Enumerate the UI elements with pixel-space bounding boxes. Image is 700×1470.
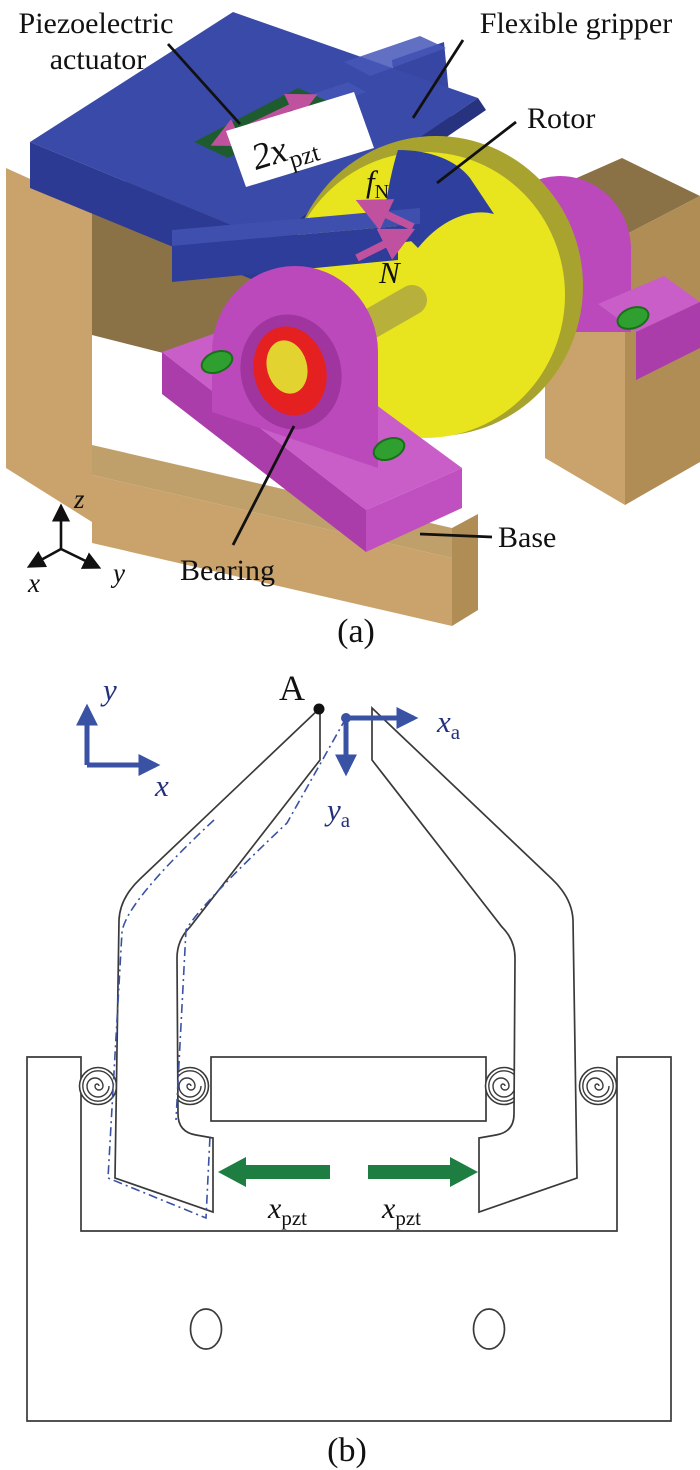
xpzt-arrow-right — [368, 1157, 478, 1187]
flexure-spiral-4 — [578, 1066, 618, 1106]
apex-annotations: A xa ya — [279, 668, 461, 832]
axes-b: y x — [75, 672, 169, 803]
ya-label: ya — [324, 792, 351, 832]
stroke-label-box — [226, 92, 374, 187]
xa-label: xa — [436, 704, 461, 744]
y-axis-arrow — [60, 547, 102, 569]
normal-force-label: N — [378, 255, 402, 290]
base-right-top — [545, 158, 700, 235]
front-shaft-end — [266, 340, 308, 394]
xpzt-label-right: xpzt — [381, 1192, 421, 1230]
x-axis-label-a: x — [27, 568, 40, 598]
point-a-label: A — [279, 668, 305, 708]
piezo-label-line1: Piezoelectric — [19, 7, 174, 40]
panel-b: A xa ya y x xpzt xpzt (b) — [26, 668, 672, 1469]
x-axis-label-b: x — [154, 768, 169, 803]
leader-lines-a — [166, 39, 517, 546]
labels-a: Piezoelectric actuator Flexible gripper … — [19, 7, 673, 587]
point-a-dot — [313, 703, 325, 715]
piezo-leader — [166, 43, 242, 125]
mount-hole-left — [189, 1308, 223, 1350]
pzt-stroke-annotation: 2xpzt — [194, 88, 374, 187]
deformed-outline — [107, 717, 347, 1220]
rear-bearing-flange-front — [636, 302, 700, 380]
front-screw-left — [200, 349, 234, 375]
base-left-wall — [6, 168, 92, 522]
front-flange-end — [366, 468, 462, 552]
rotor-label: Rotor — [527, 102, 595, 135]
normal-force-arrow — [355, 228, 416, 262]
xpzt-label-left: xpzt — [267, 1192, 307, 1230]
caption-a: (a) — [337, 613, 375, 650]
right-arm — [371, 706, 578, 1214]
front-bearing — [162, 266, 462, 552]
central-block — [210, 1056, 487, 1122]
gripper-arm-front — [172, 224, 420, 282]
deformed-inner-edge — [175, 717, 347, 1121]
gripper-base-outline — [26, 1056, 672, 1422]
front-screw-right — [372, 436, 406, 462]
base-leader — [419, 532, 493, 539]
rear-screw — [616, 306, 650, 330]
gripper-label: Flexible gripper — [480, 7, 672, 40]
panel-a: 2xpzt fN N — [6, 7, 700, 650]
bearing-leader — [231, 425, 296, 546]
bearing-label: Bearing — [180, 554, 275, 587]
x-axis-arrow — [26, 547, 62, 568]
friction-force-arrow — [355, 199, 415, 231]
xpzt-arrow-left — [218, 1157, 330, 1187]
y-axis-label-a: y — [110, 558, 125, 588]
force-arrows: fN N — [355, 164, 416, 290]
mount-hole-right — [472, 1308, 506, 1350]
y-axis-label-b: y — [100, 672, 117, 707]
z-axis-label: z — [73, 484, 85, 514]
base-rail-front — [92, 475, 452, 626]
base-rail-end — [452, 514, 478, 626]
axes-a: z x y — [26, 484, 125, 598]
deformed-outer-edge — [107, 819, 215, 1220]
left-arm — [114, 706, 321, 1214]
flexure-spiral-1 — [78, 1066, 118, 1106]
caption-b: (b) — [327, 1432, 367, 1469]
rotor-leader — [436, 120, 517, 185]
actuator-relief-1 — [344, 36, 446, 76]
base-label: Base — [498, 521, 556, 554]
piezo-label-line2: actuator — [50, 43, 147, 76]
gripper-leader — [411, 39, 465, 119]
pzt-displacement: xpzt xpzt — [218, 1157, 478, 1230]
